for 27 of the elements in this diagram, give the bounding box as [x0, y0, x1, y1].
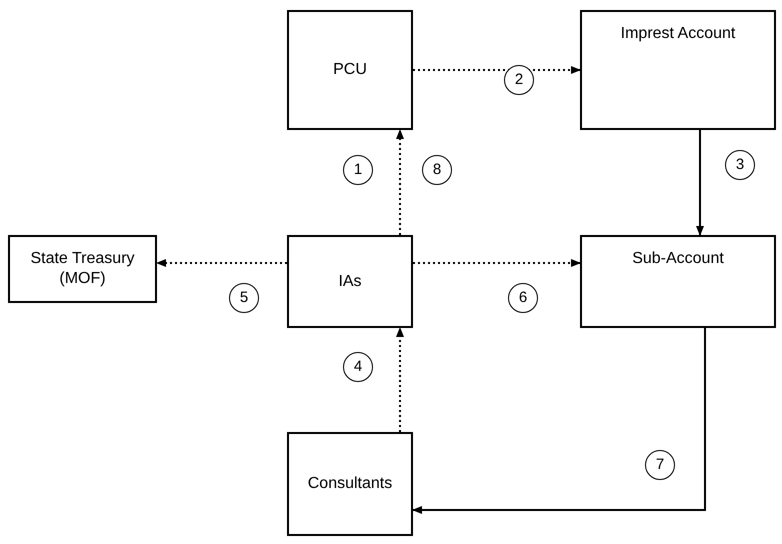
- arrow: [413, 259, 581, 267]
- callout-number: 1: [343, 155, 373, 185]
- callout-number: 8: [422, 155, 452, 185]
- process-box: [8, 235, 157, 303]
- callout-number: 5: [229, 283, 259, 313]
- box-label: IAs: [338, 272, 362, 292]
- process-box: [287, 432, 413, 536]
- callout-number: 2: [504, 65, 534, 95]
- box-label: Consultants: [308, 474, 392, 494]
- callout-number: 7: [645, 450, 675, 480]
- arrow: [156, 259, 287, 267]
- box-label: Imprest Account: [620, 24, 736, 44]
- arrow: [413, 66, 581, 74]
- arrow: [396, 129, 404, 235]
- box-label: Sub-Account: [632, 249, 724, 269]
- process-box: [287, 235, 413, 328]
- arrow: [412, 328, 706, 514]
- box-label: PCU: [333, 60, 367, 80]
- process-box: [580, 235, 776, 328]
- box-label: State Treasury (MOF): [29, 249, 136, 289]
- process-box: [580, 10, 776, 130]
- callout-number: 6: [508, 283, 538, 313]
- callout-number: 4: [343, 352, 373, 382]
- arrow: [396, 327, 404, 432]
- callout-number: 3: [725, 150, 755, 180]
- process-box: [287, 10, 413, 130]
- arrow: [696, 130, 704, 236]
